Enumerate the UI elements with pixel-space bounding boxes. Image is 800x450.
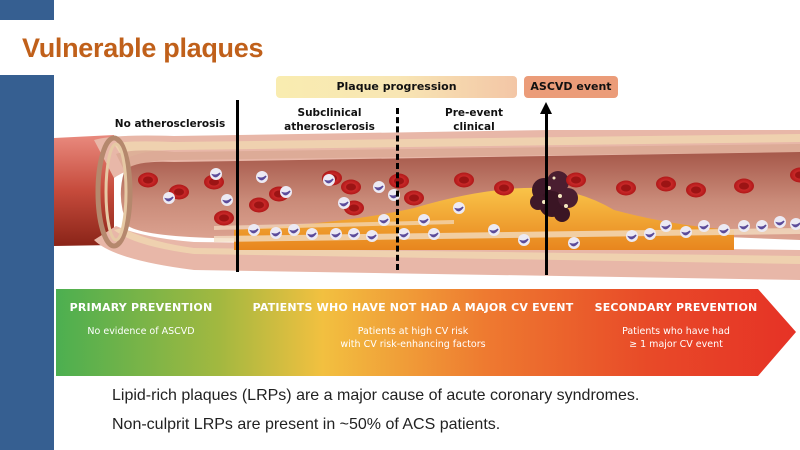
- stage-label-line: Subclinical: [297, 107, 362, 119]
- sidebar-accent-top: [0, 0, 54, 20]
- wall-layer: [116, 144, 800, 170]
- stage-divider-dashed: [396, 108, 399, 270]
- white-blood-cell-icon: [163, 192, 175, 204]
- white-blood-cell-icon: [418, 214, 430, 226]
- secondary-prevention-desc: Patients who have had ≥ 1 major CV event: [591, 325, 761, 351]
- desc-line: No evidence of ASCVD: [87, 326, 195, 337]
- stage-label-subclinical: Subclinical atherosclerosis: [272, 106, 387, 134]
- white-blood-cell-icon: [330, 228, 342, 240]
- white-blood-cell-icon: [348, 228, 360, 240]
- not-had-event-heading: PATIENTS WHO HAVE NOT HAD A MAJOR CV EVE…: [252, 301, 574, 314]
- body-text-line-1: Lipid-rich plaques (LRPs) are a major ca…: [112, 387, 640, 404]
- sidebar-accent: [0, 75, 54, 450]
- ascvd-event-arrow-shaft: [545, 112, 548, 275]
- white-blood-cell-icon: [660, 220, 672, 232]
- stage-label-no-atherosclerosis: No atherosclerosis: [105, 117, 235, 131]
- white-blood-cell-icon: [210, 168, 222, 180]
- white-blood-cells: [163, 168, 800, 249]
- red-blood-cell-icon: [616, 180, 636, 196]
- white-blood-cell-icon: [280, 186, 292, 198]
- desc-line: Patients who have had: [622, 326, 730, 337]
- wall-layer: [114, 134, 800, 160]
- white-blood-cell-icon: [774, 216, 786, 228]
- red-blood-cell-icon: [214, 210, 234, 226]
- red-blood-cell-icon: [686, 182, 706, 198]
- white-blood-cell-icon: [718, 224, 730, 236]
- prevention-arrow-shape: [56, 289, 796, 376]
- wall-layer: [114, 228, 800, 264]
- artery-illustration: [54, 126, 800, 285]
- white-blood-cell-icon: [568, 237, 580, 249]
- white-blood-cell-icon: [453, 202, 465, 214]
- artery-end-ring-inner: [104, 142, 128, 242]
- artery-svg: [54, 126, 800, 280]
- white-blood-cell-icon: [270, 227, 282, 239]
- not-had-event-desc: Patients at high CV risk with CV risk-en…: [288, 325, 538, 351]
- primary-prevention-desc: No evidence of ASCVD: [56, 325, 226, 338]
- white-blood-cell-icon: [626, 230, 638, 242]
- slide-title: Vulnerable plaques: [22, 33, 264, 63]
- red-blood-cell-icon: [389, 173, 409, 189]
- white-blood-cell-icon: [680, 226, 692, 238]
- desc-line: with CV risk-enhancing factors: [340, 339, 486, 350]
- red-blood-cell-icon: [566, 172, 586, 188]
- white-blood-cell-icon: [256, 171, 268, 183]
- red-blood-cell-icon: [656, 176, 676, 192]
- white-blood-cell-icon: [738, 220, 750, 232]
- white-blood-cell-icon: [373, 181, 385, 193]
- red-blood-cell-icon: [341, 179, 361, 195]
- red-blood-cell-icon: [734, 178, 754, 194]
- ascvd-event-pill: ASCVD event: [524, 76, 618, 98]
- white-blood-cell-icon: [366, 230, 378, 242]
- plaque-progression-pill: Plaque progression: [276, 76, 517, 98]
- artery-end-ring: [95, 135, 133, 249]
- white-blood-cell-icon: [488, 224, 500, 236]
- white-blood-cell-icon: [790, 218, 800, 230]
- prevention-band: PRIMARY PREVENTION PATIENTS WHO HAVE NOT…: [56, 289, 796, 376]
- stage-label-line: atherosclerosis: [284, 121, 375, 133]
- red-blood-cell-icon: [249, 197, 269, 213]
- white-blood-cell-icon: [338, 197, 350, 209]
- desc-line: ≥ 1 major CV event: [629, 339, 723, 350]
- red-blood-cell-icon: [404, 190, 424, 206]
- desc-line: Patients at high CV risk: [357, 326, 469, 337]
- white-blood-cell-icon: [306, 228, 318, 240]
- white-blood-cell-icon: [698, 220, 710, 232]
- white-blood-cell-icon: [756, 220, 768, 232]
- red-blood-cell-icon: [138, 172, 158, 188]
- white-blood-cell-icon: [323, 174, 335, 186]
- white-blood-cell-icon: [644, 228, 656, 240]
- white-blood-cell-icon: [398, 228, 410, 240]
- stage-divider-solid: [236, 100, 239, 272]
- stage-label-line: clinical: [453, 121, 495, 133]
- body-text-line-2: Non-culprit LRPs are present in ~50% of …: [112, 416, 501, 433]
- white-blood-cell-icon: [518, 234, 530, 246]
- red-blood-cell-icon: [454, 172, 474, 188]
- white-blood-cell-icon: [378, 214, 390, 226]
- white-blood-cell-icon: [428, 228, 440, 240]
- primary-prevention-heading: PRIMARY PREVENTION: [69, 301, 213, 314]
- red-blood-cell-icon: [790, 167, 800, 183]
- stage-label-line: Pre-event: [445, 107, 503, 119]
- secondary-prevention-heading: SECONDARY PREVENTION: [594, 301, 758, 314]
- stage-label-text: No atherosclerosis: [114, 118, 226, 130]
- arrow-up-icon: [540, 102, 552, 114]
- red-blood-cell-icon: [494, 180, 514, 196]
- white-blood-cell-icon: [221, 194, 233, 206]
- white-blood-cell-icon: [288, 224, 300, 236]
- white-blood-cell-icon: [248, 224, 260, 236]
